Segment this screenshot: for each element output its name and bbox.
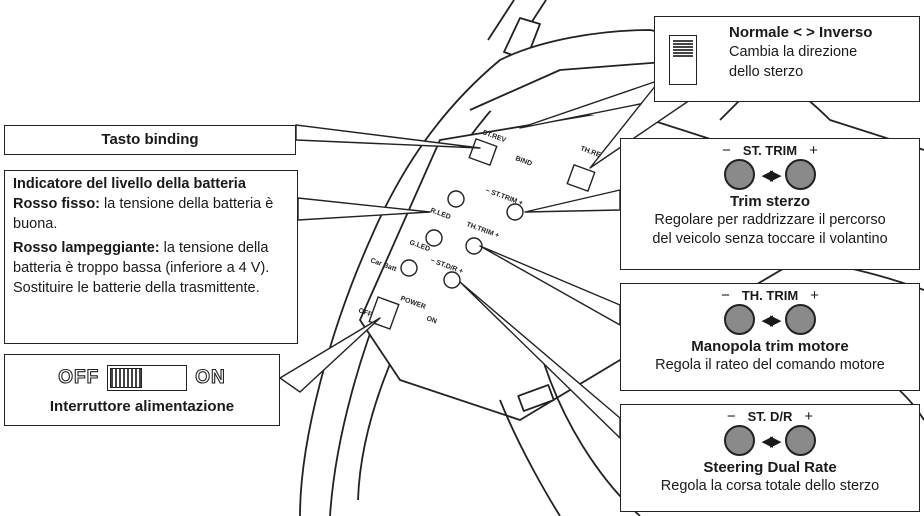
st-trim-title: Trim sterzo [729,193,811,210]
battery-blink-text: la tensione della batteria è troppo bass… [13,240,270,296]
th-trim-minus: − [721,287,730,304]
st-trim-knob-left [724,159,755,190]
battery-steady-text: la tensione della batteria è buona. [13,196,274,232]
st-dr-line1: Regola la corsa totale dello sterzo [660,478,880,494]
th-trim-knob-right [785,304,816,335]
panel-label-off: OFF [357,307,373,319]
st-trim-plus: + [809,142,818,159]
st-dr-knobs: ◀▶ [621,425,919,456]
st-trim-line1: Regolare per raddrizzare il percorso [654,212,886,228]
panel-knob [447,190,465,208]
st-trim-header: − ST. TRIM + [621,143,919,159]
battery-steady-label: Rosso fisso: [13,196,101,212]
power-callout: OFF ON Interruttore alimentazione [4,354,280,426]
th-trim-label: TH. TRIM [741,288,799,303]
leader-binding [295,124,481,149]
st-dr-knob-left [724,425,755,456]
battery-title: Indicatore del livello della batteria [13,176,246,192]
st-dr-minus: − [726,408,736,425]
th-trim-title: Manopola trim motore [691,338,849,355]
power-title: Interruttore alimentazione [49,398,235,415]
battery-blink-label: Rosso lampeggiante: [13,240,160,256]
panel-knob [465,237,483,255]
th-trim-knob-left [724,304,755,335]
panel-knob [400,259,418,277]
battery-callout: Indicatore del livello della batteria Ro… [4,170,298,344]
grip-line-2 [499,399,561,516]
st-dr-knob-right [785,425,816,456]
panel-switch [566,163,596,193]
th-trim-line1: Regola il rateo del comando motore [655,357,885,373]
battery-steady: Rosso fisso: la tensione della batteria … [13,194,291,234]
st-trim-line2: del veicolo senza toccare il volantino [652,231,888,247]
panel-knob [506,203,524,221]
power-on-label: ON [195,366,226,388]
reverse-line2: dello sterzo [729,64,804,80]
st-dr-callout: − ST. D/R + ◀▶ Steering Dual Rate Regola… [620,404,920,512]
reverse-callout: Normale < > Inverso Cambia la direzione … [654,16,920,102]
grip-switch [517,384,555,412]
power-switch-icon [107,365,188,391]
th-trim-knobs: ◀▶ [621,304,919,335]
st-trim-knobs: ◀▶ [621,159,919,190]
panel-knob [443,271,461,289]
st-dr-header: − ST. D/R + [621,409,919,425]
leader-battery [297,197,431,221]
st-dr-label: ST. D/R [747,409,793,424]
double-arrow-icon: ◀▶ [761,166,781,184]
st-dr-plus: + [804,408,814,425]
reverse-switch-icon [669,35,697,85]
st-dr-title: Steering Dual Rate [703,459,837,476]
double-arrow-icon: ◀▶ [761,432,781,450]
battery-blink: Rosso lampeggiante: la tensione della ba… [13,238,291,298]
th-trim-plus: + [810,287,819,304]
power-off-label: OFF [58,366,100,388]
panel-knob [425,229,443,247]
st-trim-callout: − ST. TRIM + ◀▶ Trim sterzo Regolare per… [620,138,920,270]
st-trim-label: ST. TRIM [742,143,798,158]
reverse-title: Normale < > Inverso [729,24,873,41]
th-trim-header: − TH. TRIM + [621,288,919,304]
st-trim-minus: − [722,142,731,159]
power-switch-row: OFF ON [5,365,279,391]
binding-title: Tasto binding [101,131,199,148]
st-trim-knob-right [785,159,816,190]
leader-power [279,317,381,393]
double-arrow-icon: ◀▶ [761,311,781,329]
th-trim-callout: − TH. TRIM + ◀▶ Manopola trim motore Reg… [620,283,920,391]
reverse-line1: Cambia la direzione [729,44,858,60]
binding-callout: Tasto binding [4,125,296,155]
panel-label-on: ON [425,315,437,325]
